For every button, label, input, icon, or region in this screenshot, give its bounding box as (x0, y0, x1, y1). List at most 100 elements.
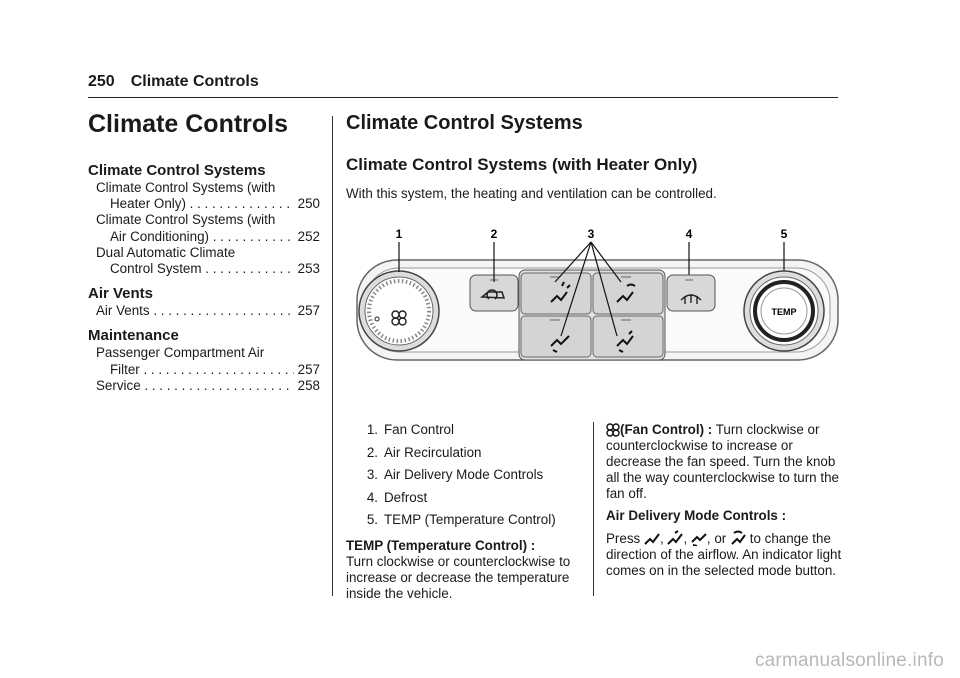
toc-entry[interactable]: Climate Control Systems (with (88, 212, 320, 228)
air-delivery-mode-buttons (518, 269, 666, 361)
toc-entry-cont[interactable]: Control System253 (88, 261, 320, 277)
mode-text: the direction of the airflow. An indicat… (606, 531, 842, 578)
header-rule (88, 97, 838, 98)
legend-list: 1. Fan Control 2. Air Recirculation 3. Air … (346, 422, 582, 528)
fan-icon (391, 310, 407, 326)
legend-label: Air Recirculation (384, 444, 482, 460)
legend-item: 3. Air Delivery Mode Controls (346, 467, 582, 483)
toc-entry-page: 250 (297, 196, 320, 212)
temp-heading: TEMP (Temperature Control) : (346, 538, 536, 553)
or-word: , or (706, 531, 727, 546)
toc-entry-page: 257 (297, 361, 320, 377)
description-column: (Fan Control) : Turn clockwise or counte… (606, 422, 842, 585)
toc-entry[interactable]: Climate Control Systems (with (88, 180, 320, 196)
mode-button-panel[interactable] (520, 272, 592, 315)
recirculation-icon (480, 289, 506, 300)
legend-item: 1. Fan Control (346, 422, 582, 438)
legend-num: 4. (366, 489, 378, 505)
toc-entry-text: Climate Control Systems (with (96, 212, 276, 228)
toc-section-climate-control-systems: Climate Control Systems Climate Control … (88, 162, 320, 277)
recirculation-button[interactable] (469, 274, 519, 312)
temp-text: Turn clockwise or counterclockwise to in… (346, 554, 571, 601)
separator: , (683, 531, 688, 546)
legend-num: 3. (366, 467, 378, 482)
main-content: Climate Control Systems Climate Control … (346, 110, 842, 202)
callout-5: 5 (781, 227, 788, 241)
defrost-icon (680, 294, 702, 304)
toc-entry[interactable]: Air Vents257 (88, 303, 320, 319)
toc-entry[interactable]: Service258 (88, 378, 320, 394)
toc-entry-cont[interactable]: Heater Only)250 (88, 196, 320, 212)
page-number: 250 (88, 73, 115, 90)
mode-button-defog[interactable] (592, 272, 664, 315)
toc-entry-text: Air Vents (96, 303, 294, 319)
fan-description: (Fan Control) : Turn clockwise or counte… (606, 422, 842, 502)
toc-entry-page: 253 (297, 261, 320, 277)
legend-num: 5. (366, 512, 378, 527)
toc-entry[interactable]: Passenger Compartment Air (88, 345, 320, 361)
fan-text: Turn clockwise or counterclockwise to in… (606, 422, 839, 501)
callout-1: 1 (396, 227, 403, 241)
bilevel-mode-icon (667, 530, 684, 545)
toc-entry-text: Air Conditioning) (110, 229, 294, 245)
legend-num: 1. (366, 422, 378, 437)
toc-entry-text: Dual Automatic Climate (96, 244, 236, 260)
vent-mode-icon (550, 281, 636, 353)
subsection-title: Climate Control Systems (with Heater Onl… (346, 155, 698, 174)
defog-mode-icon (731, 530, 746, 545)
toc-section-heading: Climate Control Systems (88, 162, 266, 179)
section-title: Climate Control Systems (346, 112, 583, 134)
legend-label: TEMP (Temperature Control) (384, 512, 556, 527)
toc-entry-text: Passenger Compartment Air (96, 345, 265, 361)
callout-3: 3 (588, 227, 595, 241)
press-word: Press (606, 531, 641, 546)
climate-control-panel-figure: 1 2 3 4 5 (356, 227, 839, 361)
callout-3-leaders (398, 241, 785, 337)
mode-button-bilevel[interactable] (592, 315, 664, 358)
mode-heading: Air Delivery Mode Controls : (606, 508, 787, 523)
to-change-text: to change (749, 531, 809, 546)
separator: , (659, 531, 664, 546)
floor-mode-icon (691, 533, 707, 546)
callout-2: 2 (491, 227, 498, 241)
toc-entry-cont[interactable]: Filter257 (88, 362, 320, 378)
temp-knob[interactable]: TEMP (743, 270, 825, 352)
fan-knob[interactable] (358, 270, 440, 352)
legend-num: 2. (366, 444, 378, 460)
toc-section-maintenance: Maintenance Passenger Compartment Air Fi… (88, 327, 320, 394)
defrost-button[interactable] (666, 274, 716, 312)
mode-description: Press , , , or to change the direction o… (606, 530, 842, 579)
watermark: carmanualsonline.info (754, 650, 944, 671)
toc-section-heading: Maintenance (88, 327, 179, 345)
legend-item: 4. Defrost (346, 490, 582, 506)
mode-button-floor[interactable] (520, 315, 592, 358)
toc-section-air-vents: Air Vents Air Vents257 (88, 285, 320, 319)
temp-description: TEMP (Temperature Control) : Turn clockw… (346, 538, 582, 602)
toc-entry-cont[interactable]: Air Conditioning)252 (88, 229, 320, 245)
intro-paragraph: With this system, the heating and ventil… (346, 186, 717, 201)
legend-column: 1. Fan Control 2. Air Recirculation 3. Air … (346, 422, 582, 602)
mode-heading-para: Air Delivery Mode Controls : (606, 508, 842, 524)
toc-entry-text: Heater Only) (110, 196, 294, 212)
fan-heading: (Fan Control) : (620, 422, 713, 437)
toc-entry[interactable]: Dual Automatic Climate (88, 245, 320, 261)
legend-item: 5. TEMP (Temperature Control) (346, 512, 582, 528)
toc-entry-text: Climate Control Systems (with (96, 180, 276, 195)
column-divider (332, 116, 333, 596)
legend-label: Fan Control (384, 422, 454, 437)
running-head-title: Climate Controls (130, 73, 259, 90)
toc-entry-page: 257 (297, 303, 320, 319)
toc-section-heading: Air Vents (88, 285, 154, 303)
toc-entry-page: 258 (297, 377, 320, 393)
fan-icon (606, 423, 620, 437)
temp-knob-label: TEMP (771, 307, 796, 317)
toc-entry-text: Service (96, 378, 294, 394)
toc-entry-text: Control System (110, 261, 294, 277)
toc-entry-page: 252 (297, 228, 320, 244)
column-divider-2 (593, 422, 594, 596)
legend-label: Defrost (384, 489, 428, 505)
chapter-title: Climate Controls (88, 110, 289, 138)
toc-entry-text: Filter (110, 362, 294, 378)
legend-label: Air Delivery Mode Controls (384, 467, 544, 482)
